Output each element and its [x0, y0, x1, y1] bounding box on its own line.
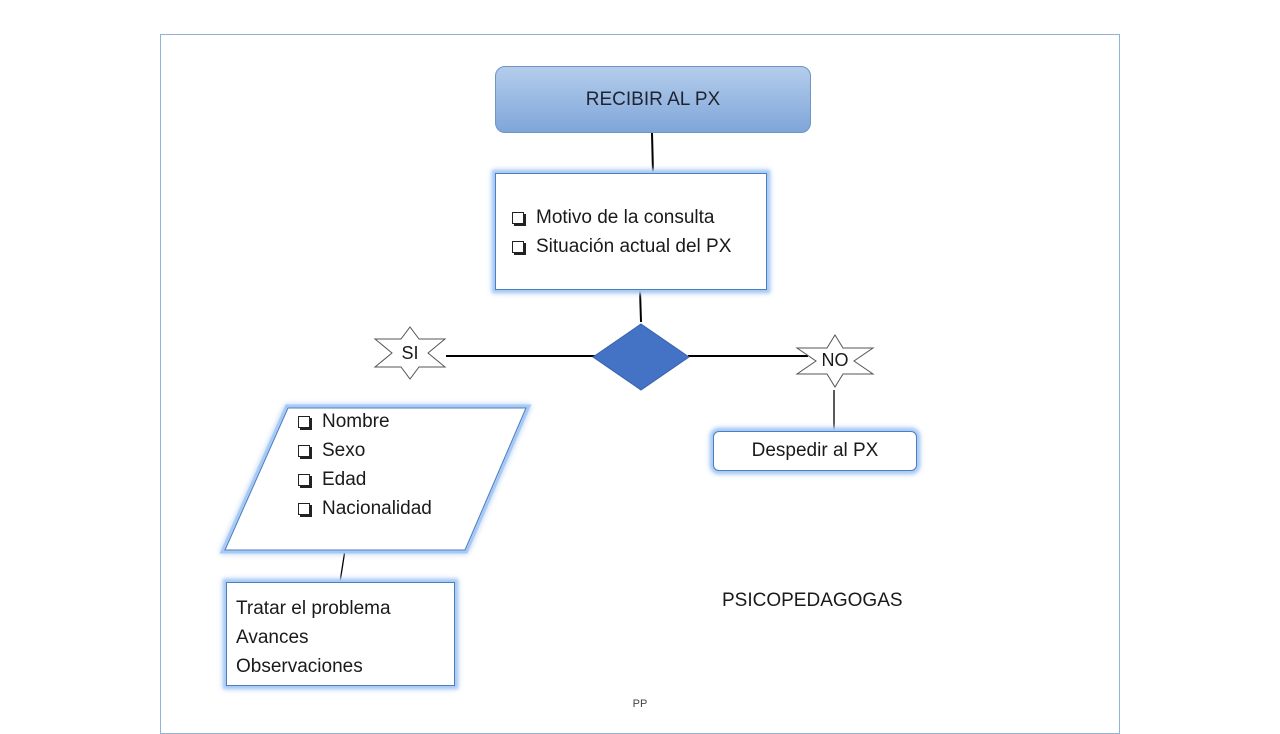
checkbox-bullet-icon [298, 502, 310, 515]
despedir-box: Despedir al PX [713, 431, 917, 471]
list-item: Nombre [298, 407, 432, 436]
no-label: NO [821, 350, 849, 370]
despedir-label: Despedir al PX [751, 440, 879, 461]
checkbox-bullet-icon [512, 240, 524, 253]
recibir-label: RECIBIR AL PX [585, 88, 721, 110]
tratar-line: Avances [236, 627, 309, 648]
checkbox-bullet-icon [512, 211, 524, 224]
tratar-box: Tratar el problema Avances Observaciones [226, 582, 455, 686]
connector-datos-tratar [339, 549, 346, 583]
list-item: Nacionalidad [298, 494, 432, 523]
group-label: PSICOPEDAGOGAS [722, 590, 903, 611]
connector-motivo-decision [639, 289, 642, 323]
footer-label: PP [632, 698, 648, 710]
datos-list: Nombre Sexo Edad Nacionalidad [298, 407, 432, 523]
motivo-box: Motivo de la consulta Situación actual d… [495, 173, 767, 290]
connector-start-motivo [651, 132, 654, 174]
list-item: Situación actual del PX [512, 232, 731, 261]
tratar-text: Tratar el problema Avances Observaciones [236, 594, 391, 681]
list-item: Sexo [298, 436, 432, 465]
tratar-line: Tratar el problema [236, 598, 391, 619]
checkbox-bullet-icon [298, 444, 310, 457]
si-star [373, 326, 447, 380]
list-item: Motivo de la consulta [512, 203, 731, 232]
no-star [795, 334, 875, 388]
checkbox-bullet-icon [298, 415, 310, 428]
datos-parallelogram [224, 407, 527, 551]
tratar-line: Observaciones [236, 656, 363, 677]
checkbox-bullet-icon [298, 473, 310, 486]
si-label: SI [401, 343, 419, 363]
list-item: Edad [298, 465, 432, 494]
recibir-box: RECIBIR AL PX [495, 66, 811, 133]
motivo-list: Motivo de la consulta Situación actual d… [512, 203, 731, 261]
decision-diamond [592, 323, 690, 391]
